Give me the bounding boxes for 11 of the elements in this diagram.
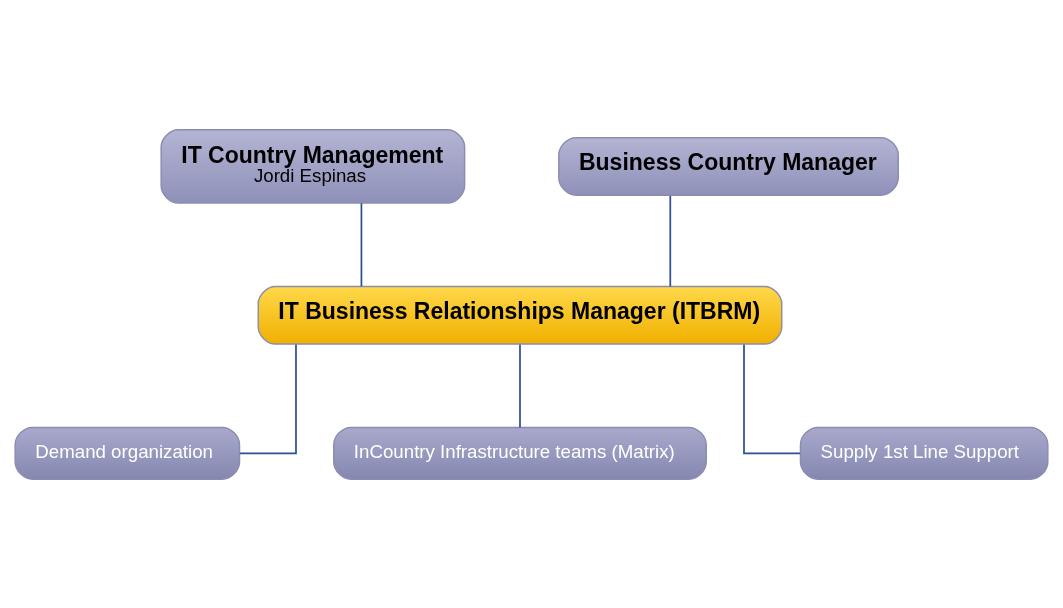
node-box: IT Business Relationships Manager (ITBRM) (257, 285, 783, 345)
node-box: IT Country Management Jordi Espinas (160, 128, 466, 204)
node-box: InCountry Infrastructure teams (Matrix) (333, 426, 707, 480)
connector (519, 343, 521, 428)
connector (360, 201, 363, 287)
connector (743, 343, 801, 454)
connector (238, 343, 297, 454)
node-box: Demand organization (14, 426, 241, 480)
node-box: Business Country Manager (558, 136, 899, 196)
node-box: Supply 1st Line Support (799, 426, 1049, 480)
connector (669, 194, 672, 287)
